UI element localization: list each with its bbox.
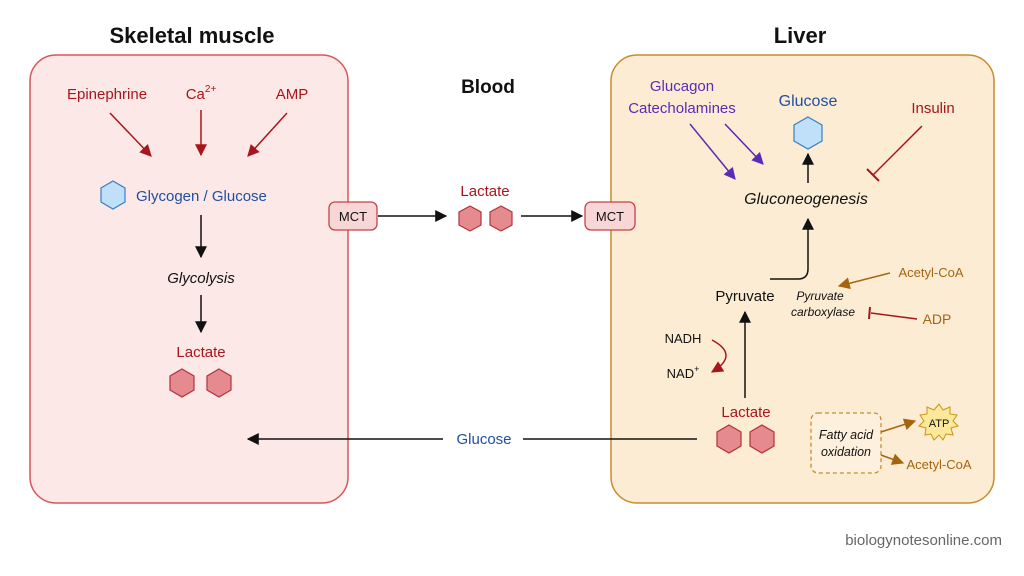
- watermark: biologynotesonline.com: [845, 532, 1002, 549]
- insulin-inhibition-bar: [866, 168, 880, 182]
- glycogen-hexagon-icon: [100, 180, 126, 210]
- glycogen-glucose-label: Glycogen / Glucose: [136, 188, 267, 205]
- catecholamines-arrow: [724, 123, 764, 165]
- pyruvate-to-gluconeogenesis-arrow: [770, 217, 814, 280]
- atp-label: ATP: [929, 418, 950, 430]
- fao-to-acetyl-coa-arrow: [880, 453, 905, 465]
- blood-title: Blood: [461, 77, 515, 98]
- liver-title: Liver: [774, 23, 827, 48]
- mct-transporter-muscle: [328, 201, 378, 231]
- fao-to-atp-arrow: [880, 418, 917, 433]
- blood-glucose-label: Glucose: [456, 431, 511, 448]
- adp-inhibition-bar: [868, 306, 871, 320]
- gluconeogenesis-label: Gluconeogenesis: [744, 191, 868, 208]
- adp-label: ADP: [923, 311, 952, 327]
- mct-label-muscle: MCT: [339, 209, 367, 224]
- glycolysis-label: Glycolysis: [167, 270, 235, 287]
- blood-lactate-hexagon-icon: [458, 205, 482, 232]
- insulin-label: Insulin: [911, 100, 954, 117]
- mct-transporter-liver: [584, 201, 636, 231]
- liver-glucose-label: Glucose: [779, 93, 838, 110]
- amp-arrow: [247, 112, 288, 157]
- mct-label-liver: MCT: [596, 209, 624, 224]
- acetyl-coa-product-label: Acetyl-CoA: [906, 457, 971, 472]
- nadh-to-nad-arrow: [710, 339, 727, 373]
- muscle-lactate-hexagon-icon: [169, 368, 195, 398]
- amp-label: AMP: [276, 86, 309, 103]
- acetyl-coa-activator-label: Acetyl-CoA: [898, 265, 963, 280]
- muscle-title: Skeletal muscle: [109, 23, 274, 48]
- calcium-label: Ca2+: [186, 84, 217, 103]
- fatty-acid-oxidation-box: [810, 412, 882, 474]
- acetyl-coa-activation-arrow: [837, 272, 891, 290]
- epinephrine-label: Epinephrine: [67, 86, 147, 103]
- nadh-label: NADH: [665, 331, 702, 346]
- liver-glucose-hexagon-icon: [793, 116, 823, 150]
- liver-lactate-label: Lactate: [721, 404, 770, 421]
- blood-lactate-hexagon-icon: [489, 205, 513, 232]
- pyruvate-label: Pyruvate: [715, 288, 774, 305]
- muscle-lactate-label: Lactate: [176, 344, 225, 361]
- muscle-compartment: [29, 54, 349, 504]
- nad-label: NAD+: [667, 364, 700, 381]
- glucagon-arrow: [689, 123, 736, 180]
- blood-lactate-label: Lactate: [460, 183, 509, 200]
- muscle-lactate-hexagon-icon: [206, 368, 232, 398]
- glucagon-label: Glucagon: [650, 78, 714, 95]
- epinephrine-arrow: [109, 112, 152, 157]
- atp-starburst-icon: [918, 403, 959, 441]
- catecholamines-label: Catecholamines: [628, 100, 736, 117]
- liver-lactate-hexagon-icon: [716, 424, 742, 454]
- adp-inhibition-line: [870, 312, 918, 320]
- insulin-inhibition-line: [872, 125, 923, 176]
- liver-lactate-hexagon-icon: [749, 424, 775, 454]
